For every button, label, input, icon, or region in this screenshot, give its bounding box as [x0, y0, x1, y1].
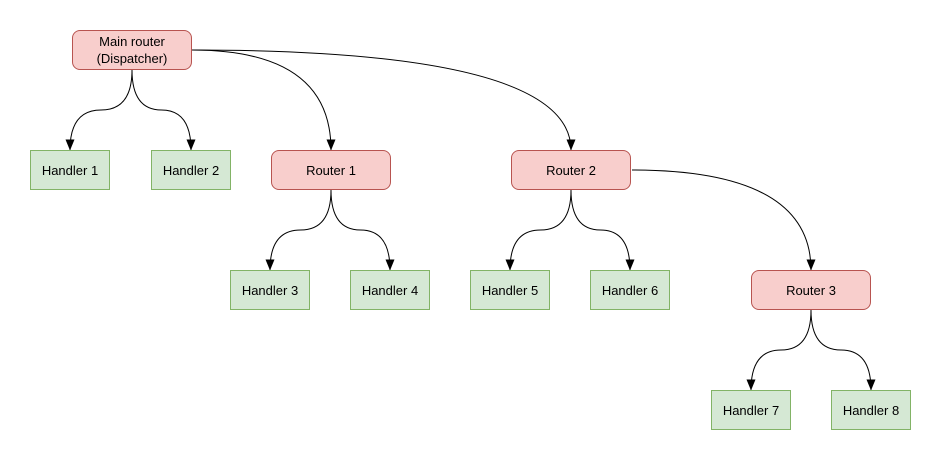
node-handler-4: Handler 4 — [350, 270, 430, 310]
node-handler-3: Handler 3 — [230, 270, 310, 310]
node-handler-5-label: Handler 5 — [481, 282, 539, 298]
edge-router-1-to-handler-4 — [330, 189, 395, 271]
node-main-router-sublabel: (Dispatcher) — [96, 51, 168, 66]
node-handler-4-label: Handler 4 — [361, 282, 419, 298]
node-handler-1: Handler 1 — [30, 150, 110, 190]
node-handler-1-label: Handler 1 — [41, 162, 99, 178]
node-handler-8-label: Handler 8 — [842, 402, 900, 418]
node-main-router-label: Main router — [99, 34, 165, 49]
node-handler-7: Handler 7 — [711, 390, 791, 430]
edge-main-router-to-handler-2 — [131, 69, 196, 151]
edge-main-router-to-router-1 — [191, 49, 336, 151]
node-router-3-label: Router 3 — [786, 282, 836, 298]
edge-main-router-to-router-2 — [191, 49, 576, 151]
edge-router-2-to-router-3 — [631, 169, 816, 271]
node-handler-5: Handler 5 — [470, 270, 550, 310]
node-handler-6: Handler 6 — [590, 270, 670, 310]
node-handler-3-label: Handler 3 — [241, 282, 299, 298]
node-handler-2-label: Handler 2 — [162, 162, 220, 178]
node-router-3: Router 3 — [751, 270, 871, 310]
edge-router-3-to-handler-8 — [810, 309, 876, 391]
edge-router-1-to-handler-3 — [265, 189, 332, 271]
node-router-2: Router 2 — [511, 150, 631, 190]
edge-router-2-to-handler-5 — [505, 189, 572, 271]
node-handler-6-label: Handler 6 — [601, 282, 659, 298]
node-handler-2: Handler 2 — [151, 150, 231, 190]
node-router-1-label: Router 1 — [306, 162, 356, 178]
node-main-router: Main router (Dispatcher) — [72, 30, 192, 70]
edge-main-router-to-handler-1 — [65, 69, 133, 151]
edge-router-3-to-handler-7 — [746, 309, 812, 391]
node-router-2-label: Router 2 — [546, 162, 596, 178]
node-handler-8: Handler 8 — [831, 390, 911, 430]
node-handler-7-label: Handler 7 — [722, 402, 780, 418]
node-router-1: Router 1 — [271, 150, 391, 190]
edge-router-2-to-handler-6 — [570, 189, 635, 271]
